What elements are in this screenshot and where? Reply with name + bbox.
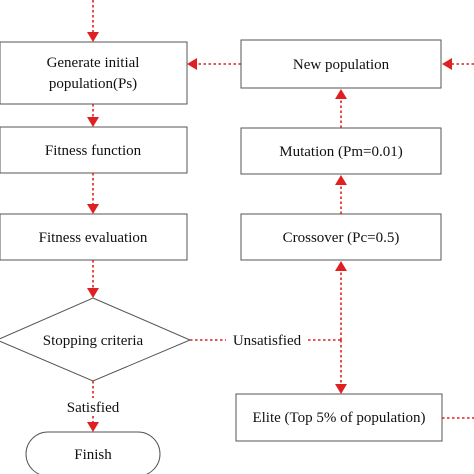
branch-to-crossover-connector bbox=[335, 261, 347, 340]
generate-population-line2: population(Ps) bbox=[49, 76, 137, 92]
branch-to-elite-connector bbox=[335, 340, 347, 394]
new-population-label: New population bbox=[293, 57, 390, 73]
stopping-criteria-label: Stopping criteria bbox=[43, 333, 144, 349]
finish-label: Finish bbox=[74, 447, 112, 463]
finish-node: Finish bbox=[25, 431, 161, 474]
crossover-box bbox=[240, 213, 442, 261]
entry-connector bbox=[87, 0, 99, 42]
new-population-node: New population bbox=[240, 39, 442, 89]
mutation-label: Mutation (Pm=0.01) bbox=[279, 144, 402, 160]
fitness-evaluation-box bbox=[0, 213, 188, 261]
evaluation-to-stopping-connector bbox=[87, 260, 99, 298]
stopping-criteria-node: Stopping criteria bbox=[0, 297, 192, 382]
new-population-box bbox=[240, 39, 442, 89]
elite-node: Elite (Top 5% of population) bbox=[235, 393, 443, 442]
unsatisfied-edge-label: Unsatisfied bbox=[233, 333, 302, 349]
mutation-to-new-population-connector bbox=[335, 89, 347, 128]
mutation-box bbox=[240, 127, 442, 175]
crossover-label: Crossover (Pc=0.5) bbox=[283, 230, 400, 246]
mutation-node: Mutation (Pm=0.01) bbox=[240, 127, 442, 175]
fitness-function-label: Fitness function bbox=[45, 143, 142, 159]
generate-to-fitness-function-connector bbox=[87, 104, 99, 127]
elite-label: Elite (Top 5% of population) bbox=[252, 410, 425, 426]
fitness-evaluation-node: Fitness evaluation bbox=[0, 213, 188, 261]
new-population-to-generate-connector bbox=[187, 58, 241, 70]
elite-return-connector bbox=[442, 58, 474, 419]
generate-population-box bbox=[0, 41, 188, 105]
satisfied-edge-label: Satisfied bbox=[67, 400, 120, 416]
generate-population-node: Generate initial population(Ps) bbox=[0, 41, 188, 105]
fitness-function-node: Fitness function bbox=[0, 126, 188, 174]
elite-box bbox=[235, 393, 443, 442]
fitness-evaluation-label: Fitness evaluation bbox=[39, 230, 148, 246]
fitness-function-box bbox=[0, 126, 188, 174]
stopping-to-finish-connector bbox=[87, 381, 99, 432]
fitness-function-to-evaluation-connector bbox=[87, 173, 99, 214]
generate-population-line1: Generate initial bbox=[47, 55, 140, 71]
crossover-to-mutation-connector bbox=[335, 175, 347, 214]
crossover-node: Crossover (Pc=0.5) bbox=[240, 213, 442, 261]
